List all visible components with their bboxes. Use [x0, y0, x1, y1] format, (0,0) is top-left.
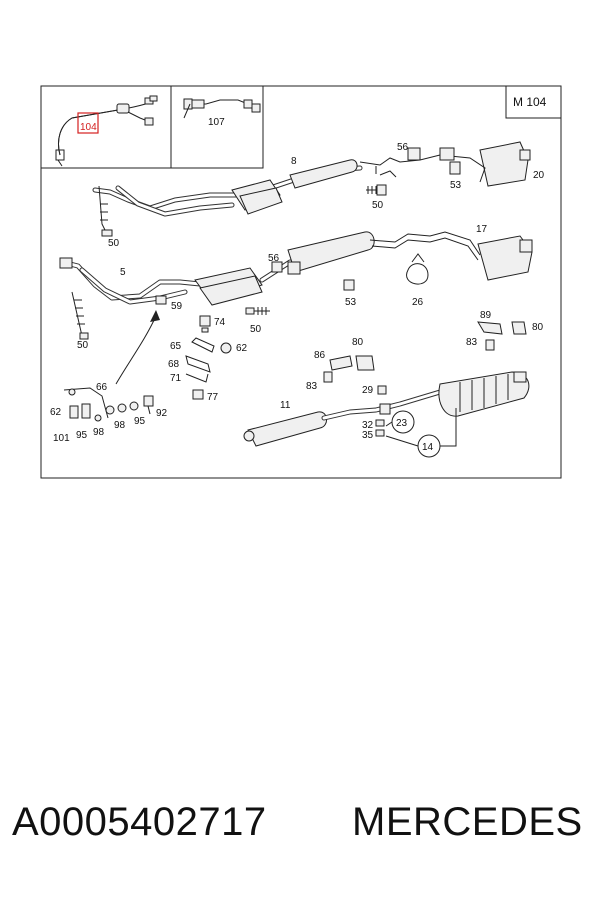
brand-name: MERCEDES	[352, 800, 583, 844]
label-89: 89	[480, 310, 492, 321]
middle-exhaust-assembly: 17 5 56 53 26 59 50 50	[59, 224, 533, 351]
label-92: 92	[156, 408, 168, 419]
label-86: 86	[314, 350, 326, 361]
label-50d: 50	[250, 324, 262, 335]
label-32: 32	[362, 420, 374, 431]
diagram-frame	[40, 85, 562, 479]
callout-arrow	[115, 315, 157, 385]
mounting-hardware-cluster: 74 65 62 68 71 77 89 80 83 86 80 83	[168, 310, 544, 403]
label-95b: 95	[134, 416, 146, 427]
label-77: 77	[207, 392, 219, 403]
label-26: 26	[412, 297, 424, 308]
hanger-bracket-group: 66 62 101 95 98 98 95 92	[50, 382, 168, 444]
label-17: 17	[476, 224, 488, 235]
label-14: 14	[422, 442, 434, 453]
label-104: 104	[80, 122, 97, 133]
label-98b: 98	[114, 420, 126, 431]
upper-exhaust-assembly: 8 56 53 20 50 50	[92, 141, 545, 249]
label-80b: 80	[352, 337, 364, 348]
label-71: 71	[170, 373, 182, 384]
label-74: 74	[214, 317, 226, 328]
oxygen-sensor-104: 104	[55, 95, 158, 167]
model-label: M 104	[513, 95, 547, 109]
label-50b: 50	[108, 238, 120, 249]
label-101: 101	[53, 433, 70, 444]
label-68: 68	[168, 359, 180, 370]
label-65: 65	[170, 341, 182, 352]
exhaust-parts-diagram: M 104 104 107	[40, 85, 562, 479]
label-107: 107	[208, 117, 225, 128]
label-11: 11	[280, 400, 291, 411]
label-62b: 62	[50, 407, 62, 418]
label-53a: 53	[450, 180, 462, 191]
label-35: 35	[362, 430, 374, 441]
model-box	[505, 85, 562, 119]
product-caption: A0005402717 MERCEDES	[0, 800, 600, 860]
label-5: 5	[120, 267, 126, 278]
oxygen-sensor-107: 107	[183, 98, 261, 128]
label-50a: 50	[372, 200, 384, 211]
label-53b: 53	[345, 297, 357, 308]
lower-exhaust-assembly: 29 11 23 32 35 14	[243, 371, 530, 458]
label-98a: 98	[93, 427, 105, 438]
label-95a: 95	[76, 430, 88, 441]
label-62a: 62	[236, 343, 248, 354]
label-80a: 80	[532, 322, 544, 333]
label-83b: 83	[306, 381, 318, 392]
label-66: 66	[96, 382, 108, 393]
label-83a: 83	[466, 337, 478, 348]
label-50c: 50	[77, 340, 89, 351]
label-56a: 56	[397, 142, 409, 153]
label-59: 59	[171, 301, 183, 312]
label-20: 20	[533, 170, 545, 181]
label-8: 8	[291, 156, 297, 167]
callout-arrowhead	[150, 310, 160, 322]
label-56b: 56	[268, 253, 280, 264]
label-29: 29	[362, 385, 374, 396]
highlight-box-104	[77, 112, 99, 134]
label-23: 23	[396, 418, 408, 429]
part-number: A0005402717	[12, 800, 267, 844]
